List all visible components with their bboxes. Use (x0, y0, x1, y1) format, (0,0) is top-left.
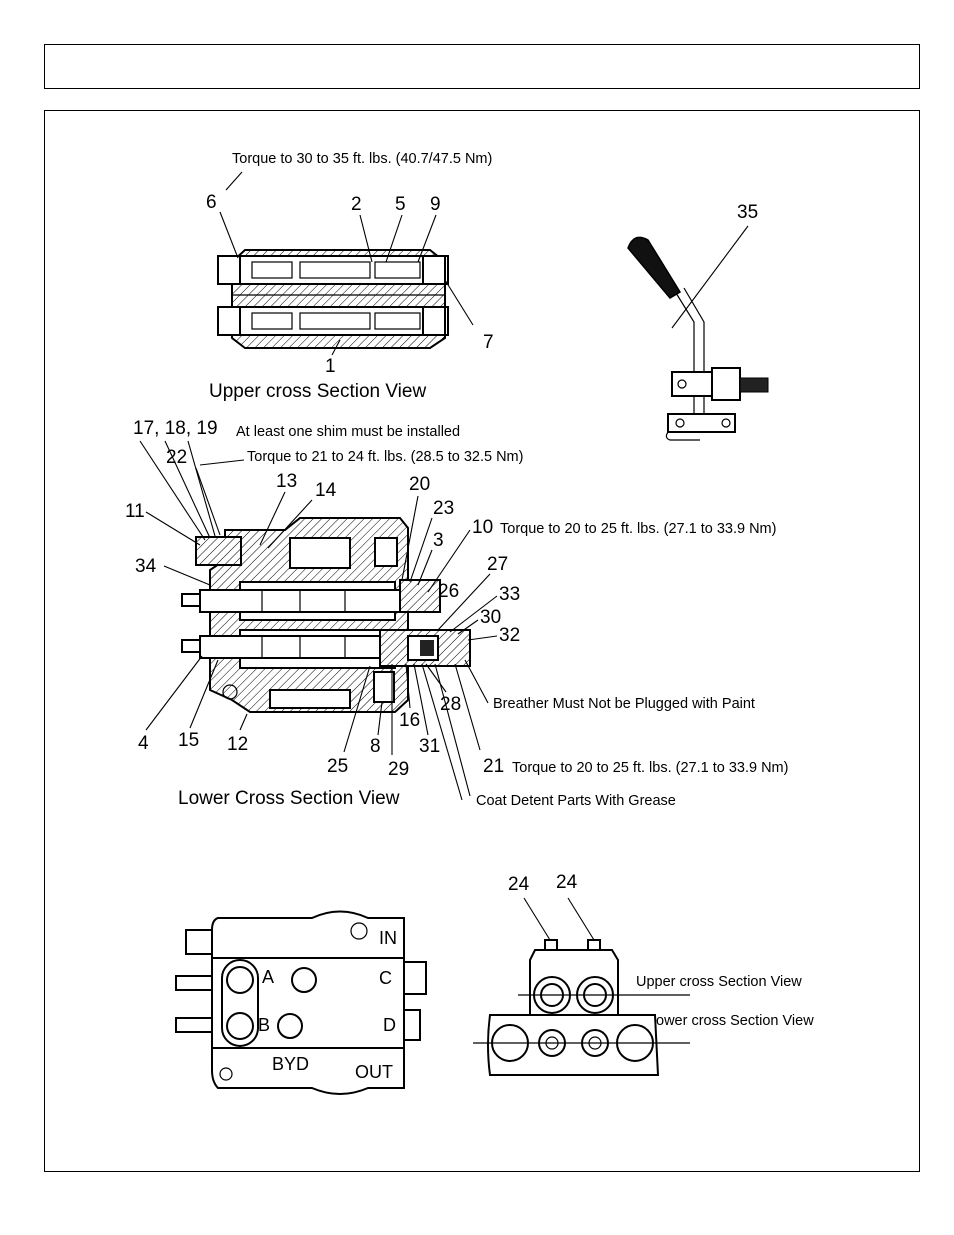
callout-24-right: 24 (556, 872, 578, 893)
callout-3: 3 (433, 530, 444, 551)
callout-9: 9 (430, 194, 441, 215)
lower-cross-section (181, 517, 471, 713)
callout-1: 1 (325, 356, 336, 377)
callout-22: 22 (166, 447, 187, 468)
end-view-lower-label: ower cross Section View (656, 1013, 814, 1029)
port-c-label: C (379, 968, 392, 988)
end-view-upper-label: Upper cross Section View (636, 974, 802, 990)
callout-34: 34 (135, 556, 157, 577)
port-a-label: A (262, 967, 274, 987)
callout-16: 16 (399, 710, 420, 731)
callout-2: 2 (351, 194, 362, 215)
callout-7: 7 (483, 332, 494, 353)
header-box (44, 44, 920, 89)
grease-note: Coat Detent Parts With Grease (476, 793, 676, 809)
callout-13: 13 (276, 471, 297, 492)
control-lever (627, 236, 769, 441)
callout-25: 25 (327, 756, 348, 777)
valve-end-view (473, 939, 690, 1076)
diagram-frame (44, 110, 920, 1172)
shim-note: At least one shim must be installed (236, 424, 460, 440)
torque-note-22: Torque to 21 to 24 ft. lbs. (28.5 to 32.… (247, 449, 523, 465)
callout-11: 11 (125, 501, 145, 522)
callout-4: 4 (138, 733, 149, 754)
port-b-label: B (258, 1015, 270, 1035)
valve-top-view (175, 910, 427, 1095)
upper-torque-note: Torque to 30 to 35 ft. lbs. (40.7/47.5 N… (232, 151, 492, 167)
callout-26: 26 (438, 581, 459, 602)
callout-5: 5 (395, 194, 406, 215)
callout-6: 6 (206, 192, 217, 213)
callout-31: 31 (419, 736, 440, 757)
callout-12: 12 (227, 734, 248, 755)
callout-30: 30 (480, 607, 501, 628)
callout-24-left: 24 (508, 874, 530, 895)
port-in-label: IN (379, 928, 397, 948)
callout-15: 15 (178, 730, 199, 751)
callout-33: 33 (499, 584, 520, 605)
port-byd-label: BYD (272, 1054, 309, 1074)
callout-32: 32 (499, 625, 520, 646)
callout-28: 28 (440, 694, 461, 715)
callout-35: 35 (737, 202, 758, 223)
breather-note: Breather Must Not be Plugged with Paint (493, 696, 755, 712)
lower-view-title: Lower Cross Section View (178, 788, 400, 809)
callout-29: 29 (388, 759, 409, 780)
callout-8: 8 (370, 736, 381, 757)
callout-20: 20 (409, 474, 430, 495)
port-out-label: OUT (355, 1062, 393, 1082)
callout-27: 27 (487, 554, 508, 575)
callout-23: 23 (433, 498, 454, 519)
torque-note-21: Torque to 20 to 25 ft. lbs. (27.1 to 33.… (512, 760, 788, 776)
callout-17-18-19: 17, 18, 19 (133, 418, 218, 439)
port-d-label: D (383, 1015, 396, 1035)
callout-14: 14 (315, 480, 337, 501)
upper-view-title: Upper cross Section View (209, 381, 426, 402)
callout-21: 21 (483, 756, 504, 777)
callout-10: 10 (472, 517, 493, 538)
upper-cross-section (217, 249, 449, 349)
torque-note-10: Torque to 20 to 25 ft. lbs. (27.1 to 33.… (500, 521, 776, 537)
